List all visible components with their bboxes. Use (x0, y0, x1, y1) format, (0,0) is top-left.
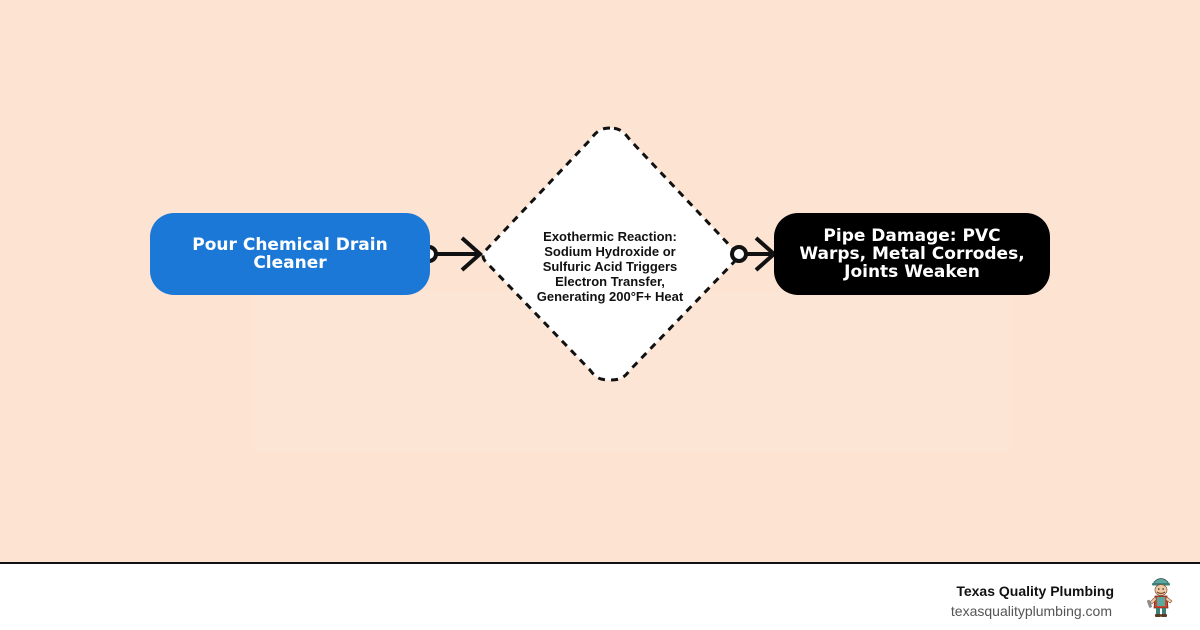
brand-url[interactable]: texasqualityplumbing.com (950, 603, 1112, 619)
reaction-line-1: Exothermic Reaction: (543, 228, 677, 244)
reaction-line-5: Generating 200°F+ Heat (536, 288, 684, 304)
reaction-line-2: Sodium Hydroxide or (544, 243, 676, 259)
node-end-label: Pipe Damage: PVC Warps, Metal Corrodes, … (799, 226, 1025, 282)
brand-name[interactable]: Texas Quality Plumbing (956, 583, 1114, 599)
footer (0, 564, 1200, 630)
node-pour-chemical: Pour Chemical Drain Cleaner (150, 213, 430, 295)
plumber-mascot-icon (1146, 578, 1173, 617)
node-reaction-label: Exothermic Reaction: Sodium Hydroxide or… (520, 226, 700, 306)
edge-tail-circle (730, 245, 748, 263)
footer-divider (0, 562, 1200, 564)
edge-arrowhead (460, 236, 484, 272)
node-pipe-damage: Pipe Damage: PVC Warps, Metal Corrodes, … (774, 213, 1050, 295)
edge-reaction-to-end (730, 236, 778, 272)
node-start-label: Pour Chemical Drain Cleaner (192, 235, 388, 273)
reaction-line-3: Sulfuric Acid Triggers (542, 258, 678, 274)
edge-start-to-reaction (420, 236, 484, 272)
decision-diamond (481, 126, 739, 382)
reaction-line-4: Electron Transfer, (555, 273, 665, 289)
